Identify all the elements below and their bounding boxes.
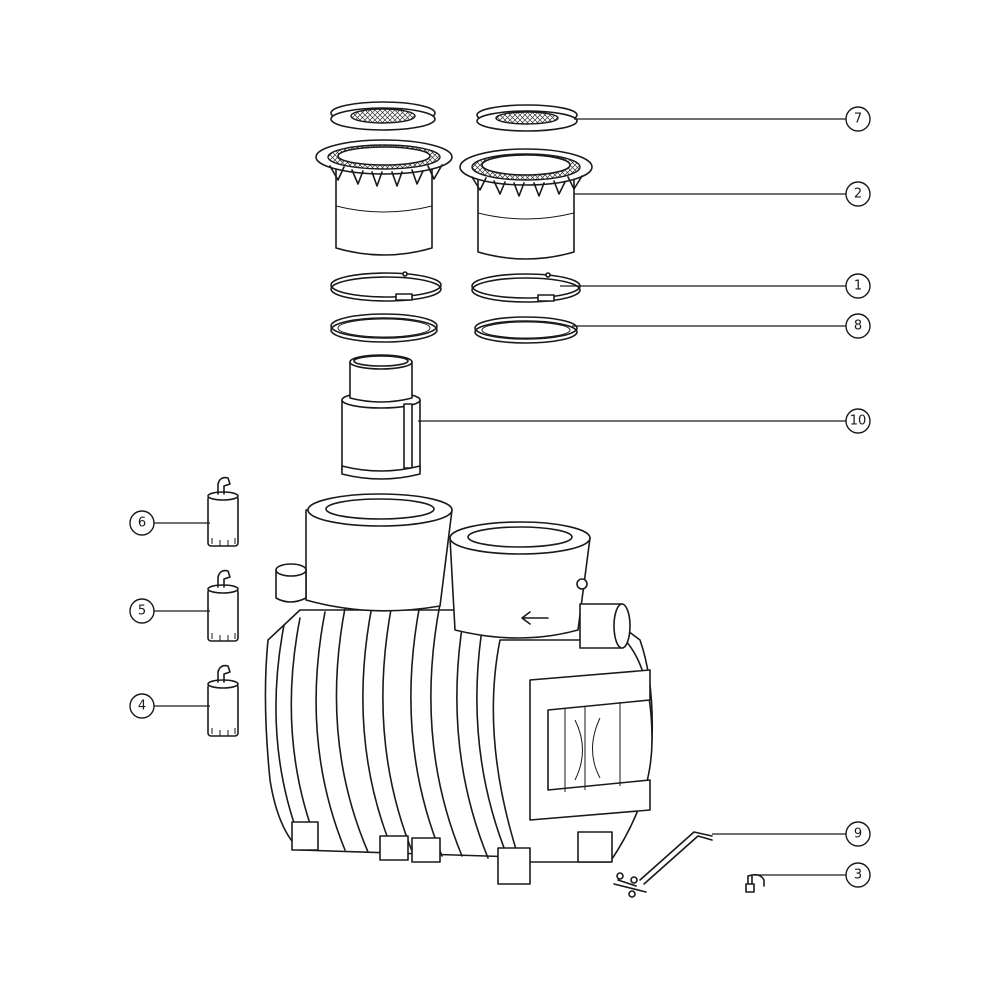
callout-8: 8: [845, 313, 871, 339]
part-8-seal-right: [474, 316, 578, 344]
tank-body: [264, 493, 654, 885]
callout-label: 3: [854, 868, 862, 883]
callout-2: 2: [845, 181, 871, 207]
callout-label: 1: [854, 279, 862, 294]
callout-label: 7: [854, 112, 862, 127]
part-6-filter-cartridge: [207, 476, 239, 547]
part-2-dome-left: [315, 139, 453, 256]
part-10-riser-extension: [341, 354, 421, 480]
callout-3: 3: [845, 862, 871, 888]
part-9-crank-handle: [613, 831, 713, 898]
part-5-filter-cartridge: [207, 569, 239, 642]
part-2-dome-right: [459, 148, 593, 260]
callout-7: 7: [845, 106, 871, 132]
part-4-filter-cartridge: [207, 664, 239, 737]
callout-4: 4: [129, 693, 155, 719]
callout-label: 5: [138, 604, 146, 619]
callout-leaders: [154, 118, 846, 876]
callout-9: 9: [845, 821, 871, 847]
callout-1: 1: [845, 273, 871, 299]
callout-10: 10: [845, 408, 871, 434]
callout-label: 6: [138, 516, 146, 531]
part-3-key: [745, 873, 765, 893]
part-8-seal-left: [330, 313, 438, 343]
part-1-clamp-ring-right: [471, 272, 581, 303]
part-7-lid-left: [330, 101, 436, 131]
callout-label: 8: [854, 319, 862, 334]
callout-label: 4: [138, 699, 146, 714]
callout-label: 10: [850, 414, 867, 429]
part-7-lid-right: [476, 104, 578, 132]
callout-5: 5: [129, 598, 155, 624]
callout-6: 6: [129, 510, 155, 536]
callout-label: 9: [854, 827, 862, 842]
callout-label: 2: [854, 187, 862, 202]
part-1-clamp-ring-left: [330, 271, 442, 302]
